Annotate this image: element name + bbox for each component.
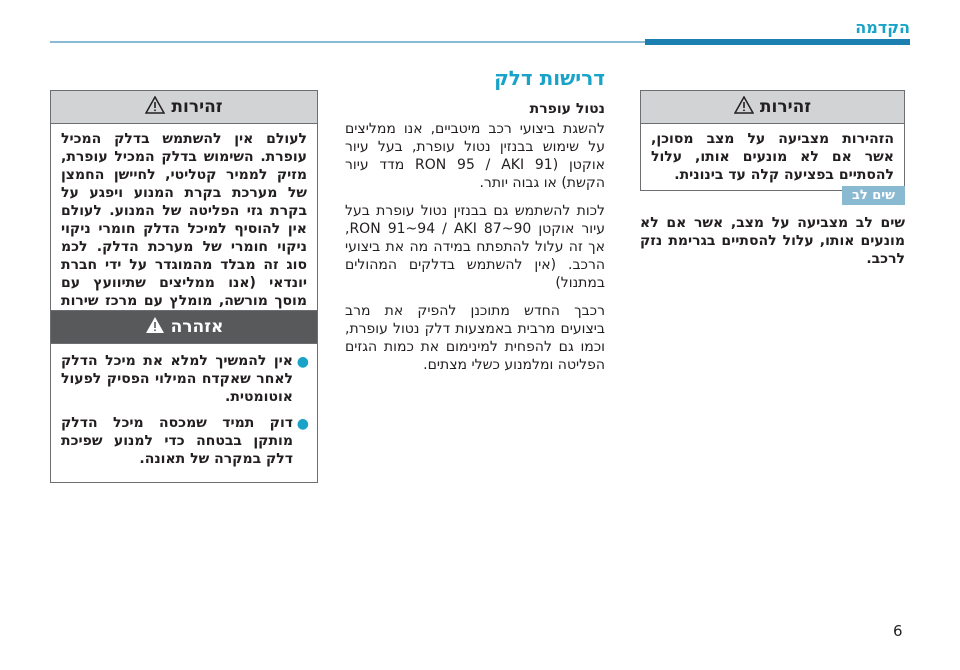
warning-box-header: אזהרה [51, 311, 317, 344]
note-text: שים לב מצביעה על מצב, אשר אם לא מונעים א… [640, 215, 905, 267]
caution-box-left-title: זהירות [171, 97, 223, 117]
warning-box-body: ●אין להמשיך למלא את מיכל הדלק לאחר שאקדח… [51, 344, 317, 482]
warning-list: ●אין להמשיך למלא את מיכל הדלק לאחר שאקדח… [61, 352, 309, 468]
list-item: ●אין להמשיך למלא את מיכל הדלק לאחר שאקדח… [61, 352, 309, 406]
caution-box-header: זהירות [641, 91, 904, 124]
caution-box-left-text: לעולם אין להשתמש בדלק המכיל עופרת. השימו… [61, 131, 307, 327]
caution-box-text: הזהירות מצביעה על מצב מסוכן, אשר אם לא מ… [651, 131, 894, 183]
warning-box: אזהרה ●אין להמשיך למלא את מיכל הדלק לאחר… [50, 310, 318, 483]
warning-box-title: אזהרה [170, 317, 224, 337]
warning-triangle-icon [145, 94, 166, 119]
fuel-paragraph-3: רכבך החדש מתוכנן להפיק את מרב ביצועים מר… [345, 303, 605, 373]
caution-box-left: זהירות לעולם אין להשתמש בדלק המכיל עופרת… [50, 90, 318, 335]
warning-item-text: דוק תמיד שמכסה מיכל הדלק מותקן בבטחה כדי… [61, 415, 293, 467]
fuel-paragraph-2: לכות להשתמש גם בבנזין נטול עופרת בעל עיו… [345, 203, 606, 291]
caution-box-left-header: זהירות [51, 91, 317, 124]
page-number: 6 [893, 622, 903, 640]
note-badge: שים לב [841, 186, 905, 205]
bullet-dot-icon: ● [296, 416, 309, 432]
header-accent-bar [645, 39, 910, 45]
page-header-title: הקדמה [855, 18, 910, 37]
warning-filled-triangle-icon [145, 316, 165, 339]
warning-triangle-icon [733, 94, 755, 119]
caution-box-right: זהירות הזהירות מצביעה על מצב מסוכן, אשר … [640, 90, 905, 191]
list-item: ●דוק תמיד שמכסה מיכל הדלק מותקן בבטחה כד… [61, 414, 309, 468]
fuel-paragraph-1: להשגת ביצועי רכב מיטביים, אנו ממליצים על… [345, 121, 605, 191]
section-title-fuel: דרישות דלק [494, 66, 605, 90]
header-divider [50, 41, 645, 43]
bullet-dot-icon: ● [296, 354, 309, 370]
fuel-subtitle: נטול עופרת [529, 101, 605, 117]
warning-item-text: אין להמשיך למלא את מיכל הדלק לאחר שאקדח … [61, 353, 293, 405]
caution-box-title: זהירות [759, 97, 812, 117]
fuel-column: נטול עופרת להשגת ביצועי רכב מיטביים, אנו… [345, 100, 605, 374]
